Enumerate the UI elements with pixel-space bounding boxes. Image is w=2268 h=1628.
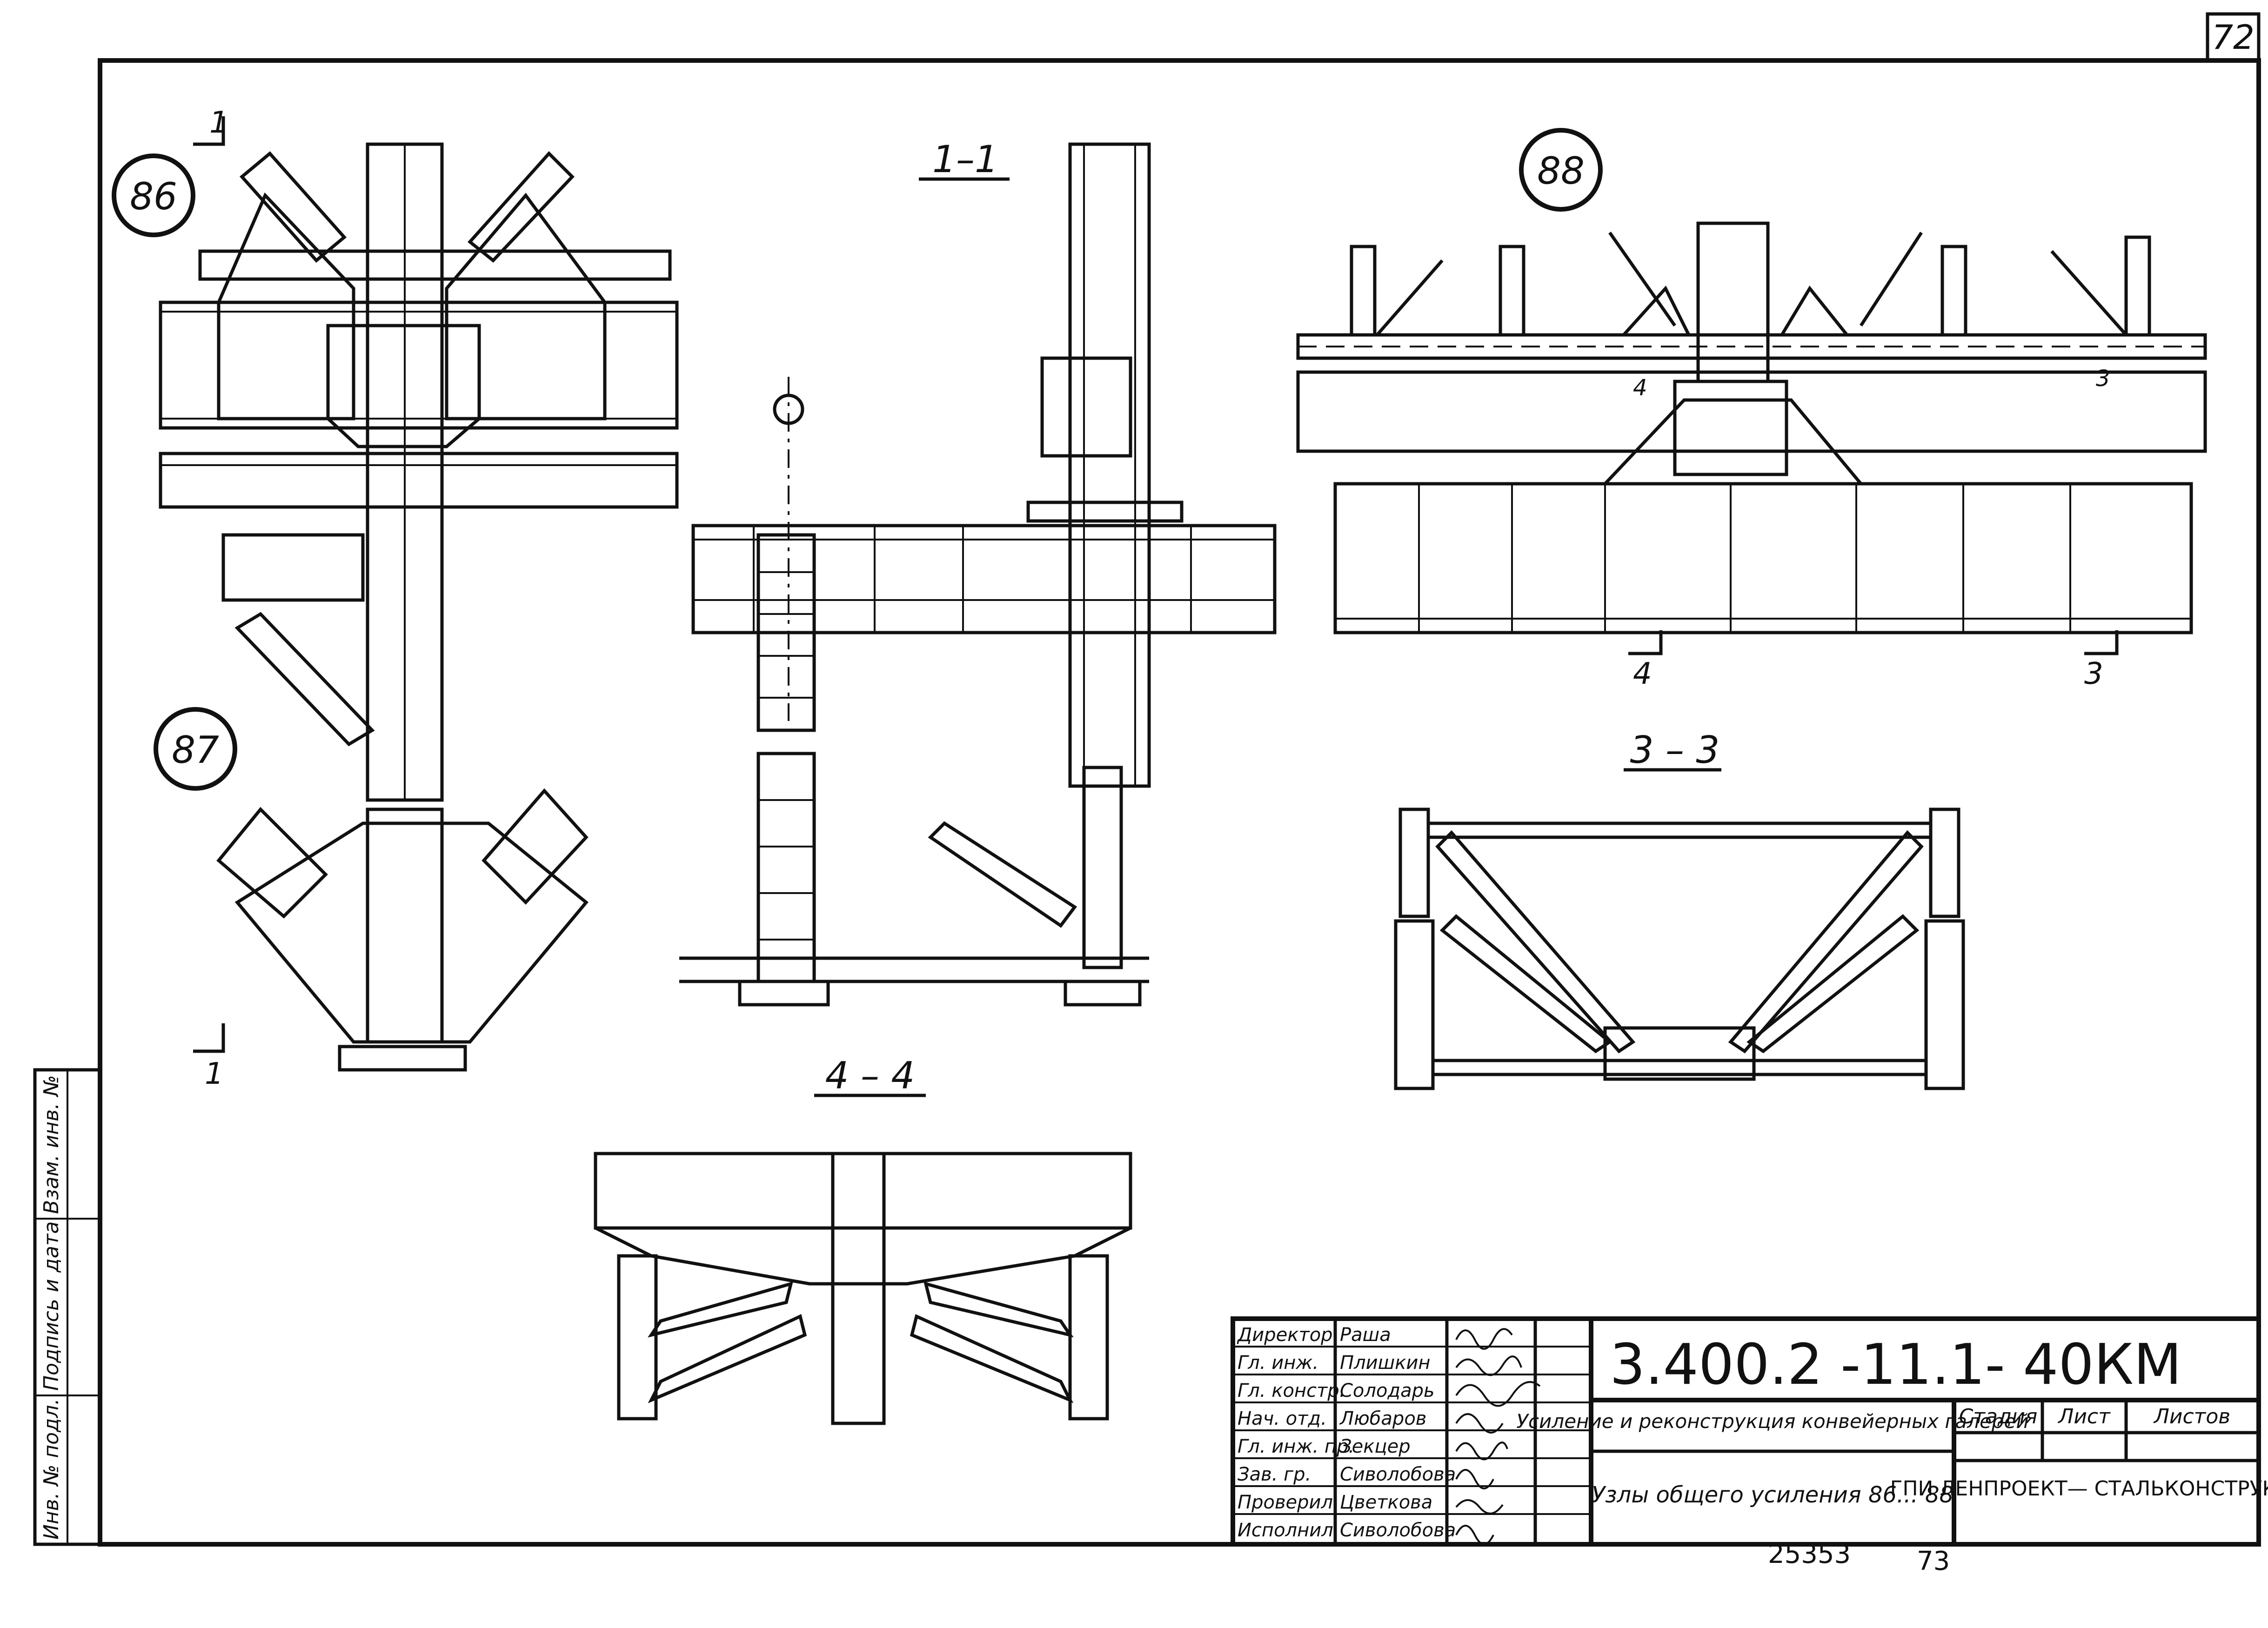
- sheet-number: 72: [2212, 18, 2255, 57]
- staff-name-5: Сиволобова: [1340, 1464, 1456, 1485]
- staff-role-2: Гл. констр.: [1238, 1380, 1345, 1401]
- cut-1-top: 1: [209, 106, 228, 140]
- signatures: [1455, 1328, 1541, 1545]
- cut-3-label: 3: [2084, 657, 2103, 691]
- section-4-4-view: 4 – 4: [594, 1054, 1132, 1425]
- staff-name-3: Любаров: [1339, 1408, 1426, 1429]
- node-88-marker: [1519, 128, 1603, 212]
- stage-label: Стадия: [1959, 1405, 2038, 1428]
- staff-name-1: Плишкин: [1340, 1352, 1431, 1374]
- sheet-title: Узлы общего усиления 86... 88: [1592, 1482, 1954, 1508]
- node-86-87-view: 86 87 1 1: [112, 106, 679, 1091]
- node-88-label: 88: [1537, 149, 1585, 193]
- section-4-4-title: 4 – 4: [825, 1054, 915, 1097]
- project-description: Усиление и реконструкция конвейерных гал…: [1516, 1410, 2028, 1433]
- sheet-frame: 72: [98, 12, 2261, 1547]
- cut-4-label-upper: 4: [1633, 375, 1647, 401]
- organization-name: ГПИ ЛЕНПРОЕКТ— СТАЛЬКОНСТРУКЦИЯ: [1890, 1477, 2268, 1501]
- staff-role-0: Директор: [1237, 1324, 1333, 1346]
- staff-name-7: Сиволобова: [1340, 1520, 1456, 1541]
- section-3-3-view: 3 – 3: [1394, 728, 1965, 1090]
- cut-4-label: 4: [1633, 657, 1652, 691]
- node-87-marker: [154, 707, 237, 791]
- node-86-label: 86: [130, 175, 177, 218]
- section-3-3-title: 3 – 3: [1630, 728, 1720, 772]
- staff-role-3: Нач. отд.: [1238, 1408, 1327, 1429]
- staff-role-5: Зав. гр.: [1238, 1464, 1311, 1485]
- staff-role-7: Исполнил: [1238, 1520, 1333, 1541]
- staff-role-1: Гл. инж.: [1238, 1352, 1318, 1374]
- cut-3-label-upper: 3: [2096, 366, 2110, 392]
- side-stamp: Инв. № подл. Подпись и дата Взам. инв. №: [33, 1068, 102, 1546]
- node-86-marker: [112, 153, 195, 237]
- staff-name-0: Раша: [1340, 1324, 1391, 1346]
- cut-1-bottom: 1: [205, 1057, 224, 1091]
- node-87-label: 87: [172, 728, 219, 772]
- page-number: 73: [1917, 1546, 1950, 1576]
- archive-number: 25353: [1768, 1539, 1851, 1569]
- staff-name-6: Цветкова: [1340, 1492, 1432, 1513]
- staff-name-2: Солодарь: [1340, 1380, 1435, 1401]
- staff-role-6: Проверил: [1238, 1492, 1333, 1513]
- drawing-code: 3.400.2 -11.1- 40КМ: [1610, 1333, 2182, 1397]
- stamp-podpis-data: Подпись и дата: [40, 1221, 63, 1391]
- staff-name-4: Зекцер: [1340, 1436, 1411, 1457]
- organization-line: ГПИ ЛЕНПРОЕКТ— СТАЛЬКОНСТРУКЦИЯ: [1890, 1477, 2268, 1501]
- staff-role-4: Гл. инж. пр.: [1238, 1436, 1354, 1457]
- sheet-label: Лист: [2057, 1405, 2111, 1428]
- stamp-inv-podl: Инв. № подл.: [40, 1398, 63, 1540]
- sheets-label: Листов: [2153, 1405, 2230, 1428]
- section-1-1-view: 1–1: [679, 138, 1277, 1007]
- title-block: 3.400.2 -11.1- 40КМ Стадия Лист Листов Г…: [1231, 1316, 2268, 1547]
- section-1-1-title: 1–1: [932, 138, 998, 181]
- node-88-view: 88 4 3 4: [1296, 128, 2207, 691]
- stamp-vzam-inv: Взам. инв. №: [40, 1075, 63, 1214]
